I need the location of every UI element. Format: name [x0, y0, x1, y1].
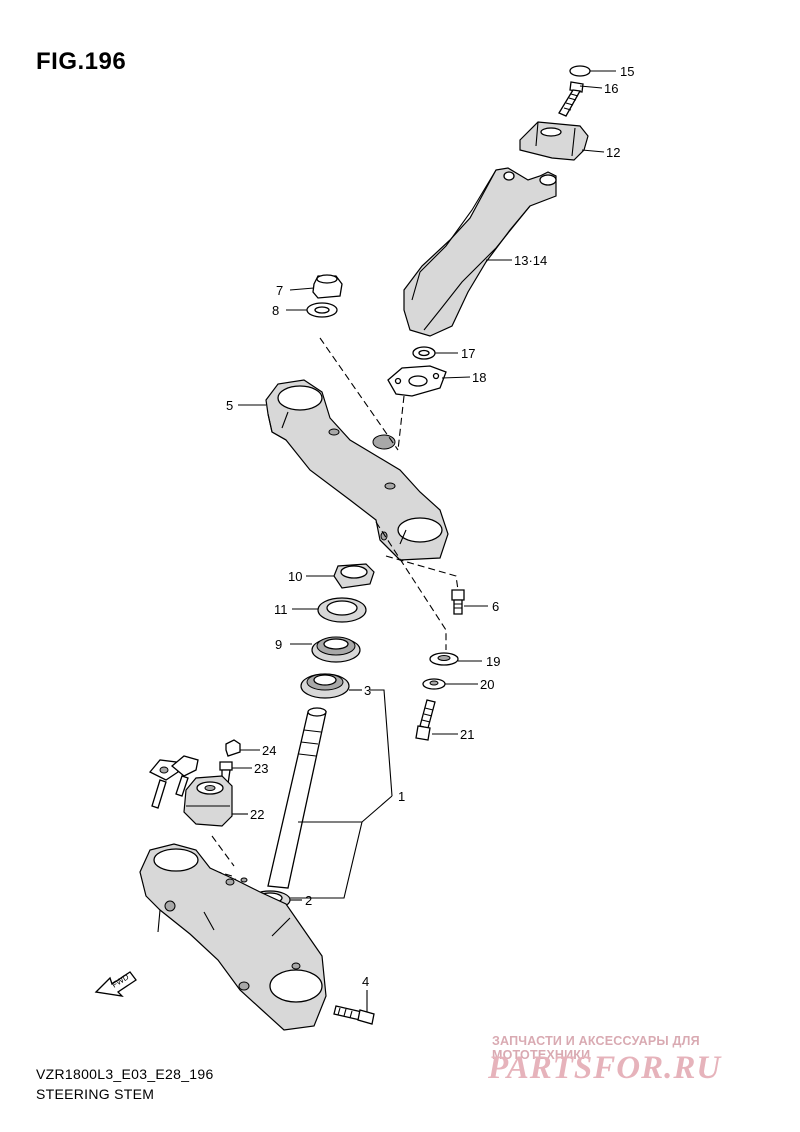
callout-3: 3: [364, 683, 371, 698]
part-4-bolt[interactable]: [333, 1005, 375, 1025]
lower-bracket[interactable]: [139, 843, 327, 1031]
part-22-ignition-switch[interactable]: [183, 775, 233, 827]
ignition-keys[interactable]: [148, 755, 199, 809]
part-11-dust-seal[interactable]: [317, 597, 367, 623]
model-code: VZR1800L3_E03_E28_196: [36, 1066, 214, 1082]
part-5-upper-bracket[interactable]: [265, 379, 449, 561]
callout-15: 15: [620, 64, 634, 79]
part-7-cap[interactable]: [312, 274, 343, 299]
callout-21: 21: [460, 727, 474, 742]
callout-10: 10: [288, 569, 302, 584]
part-24-cap[interactable]: [225, 739, 241, 757]
callout-19: 19: [486, 654, 500, 669]
callout-6: 6: [492, 599, 499, 614]
callout-11: 11: [274, 602, 288, 617]
part-8-washer[interactable]: [306, 302, 338, 318]
callout-22: 22: [250, 807, 264, 822]
callout-1: 1: [398, 789, 405, 804]
part-10-nut[interactable]: [333, 563, 375, 589]
callout-7: 7: [276, 283, 283, 298]
callout-8: 8: [272, 303, 279, 318]
part-13-14-handlebar[interactable]: [403, 167, 557, 337]
callout-9: 9: [275, 637, 282, 652]
part-20-washer[interactable]: [422, 678, 446, 690]
part-19-washer[interactable]: [429, 652, 459, 666]
part-18-plate[interactable]: [387, 365, 447, 397]
part-1-steering-stem[interactable]: [267, 707, 327, 889]
callout-23: 23: [254, 761, 268, 776]
part-17-washer[interactable]: [412, 346, 436, 360]
part-15-cap[interactable]: [569, 65, 591, 77]
part-3-bearing[interactable]: [300, 673, 350, 699]
callout-5: 5: [226, 398, 233, 413]
section-name: STEERING STEM: [36, 1086, 155, 1102]
part-16-bolt[interactable]: [558, 81, 584, 117]
watermark-caption: ЗАПЧАСТИ И АКСЕССУАРЫ ДЛЯ МОТОТЕХНИКИ: [492, 1034, 700, 1062]
fwd-arrow-icon: FWD: [94, 971, 137, 997]
callout-24: 24: [262, 743, 276, 758]
callout-20: 20: [480, 677, 494, 692]
callout-2: 2: [305, 893, 312, 908]
callout-12: 12: [606, 145, 620, 160]
part-21-bolt[interactable]: [415, 699, 436, 741]
callout-4: 4: [362, 974, 369, 989]
callout-16: 16: [604, 81, 618, 96]
part-12-handlebar-clamp[interactable]: [519, 121, 589, 161]
callout-18: 18: [472, 370, 486, 385]
figure-title: FIG.196: [36, 48, 127, 75]
watermark-site: PARTSFOR.RU: [488, 1050, 722, 1086]
part-6-bolt[interactable]: [451, 589, 465, 615]
part-9-bearing[interactable]: [311, 636, 361, 663]
callout-13-14: 13·14: [514, 253, 547, 268]
callout-17: 17: [461, 346, 475, 361]
